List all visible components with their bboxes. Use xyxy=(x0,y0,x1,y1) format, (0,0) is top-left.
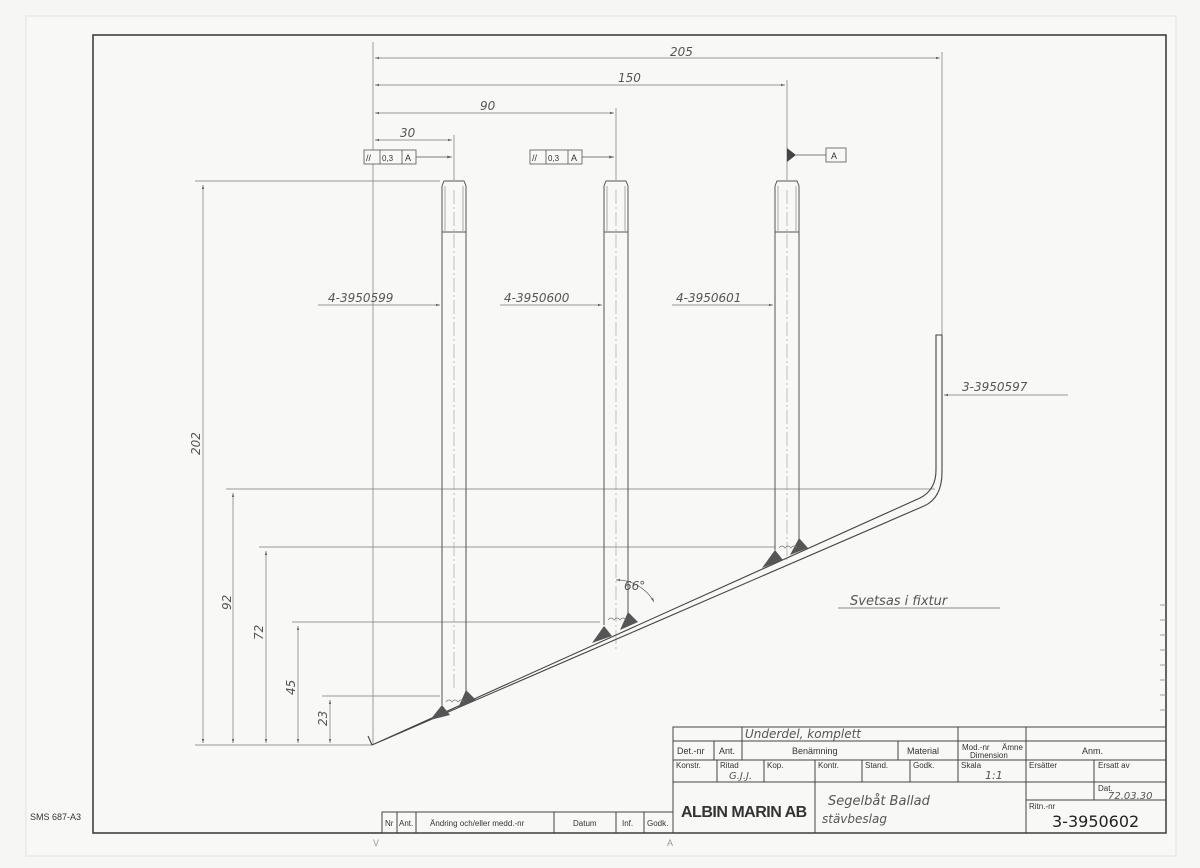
center-mark-left: V xyxy=(373,838,379,848)
tol2-symbol: // xyxy=(532,153,538,163)
lbl-ersatter: Ersätter xyxy=(1029,761,1057,770)
part-label-1: 4-3950599 xyxy=(328,291,393,305)
dimension-202: 202 xyxy=(189,432,203,455)
weld-hatching xyxy=(445,545,798,703)
dimension-45: 45 xyxy=(284,680,298,695)
drawing-number: 3-3950602 xyxy=(1052,812,1139,831)
tolerance-frame-2: // 0,3 A xyxy=(529,149,614,165)
weld-symbols xyxy=(430,538,808,720)
rev-inf: Inf. xyxy=(622,819,633,828)
title-block: Underdel, komplett Det.-nr Ant. Benämnin… xyxy=(672,726,1167,834)
tol1-value: 0,3 xyxy=(382,154,394,163)
part-label-2: 4-3950600 xyxy=(504,291,570,305)
lbl-stand: Stand. xyxy=(865,761,888,770)
tol2-datum: A xyxy=(571,153,577,163)
scale-ticks xyxy=(1160,604,1166,711)
lbl-skala: Skala xyxy=(961,761,982,770)
lbl-dat: Dat. xyxy=(1098,784,1113,793)
hdr-material: Material xyxy=(907,746,939,756)
hdr-detnr: Det.-nr xyxy=(677,746,705,756)
rods xyxy=(441,180,800,705)
handwritten-name: Underdel, komplett xyxy=(745,727,862,741)
tolerance-frame-1: // 0,3 A xyxy=(363,149,452,165)
lbl-ersatt-av: Ersatt av xyxy=(1098,761,1130,770)
hdr-dimension: Dimension xyxy=(970,751,1008,760)
lbl-godk: Godk. xyxy=(913,761,934,770)
hdr-benamning: Benämning xyxy=(792,746,838,756)
dimension-150: 150 xyxy=(618,71,641,85)
sheet-code: SMS 687-A3 xyxy=(30,812,81,822)
val-ritad: G.J.J. xyxy=(729,771,752,782)
hdr-anm: Anm. xyxy=(1082,746,1103,756)
dimension-92: 92 xyxy=(220,595,234,610)
rev-ant: Ant. xyxy=(399,819,413,828)
paper-sheet xyxy=(25,15,1177,857)
val-skala: 1:1 xyxy=(985,769,1003,782)
lbl-kontr: Kontr. xyxy=(818,761,839,770)
rev-datum: Datum xyxy=(573,819,597,828)
rod-2 xyxy=(603,180,629,650)
rev-godk: Godk. xyxy=(647,819,668,828)
hdr-ant: Ant. xyxy=(719,746,735,756)
dimension-30: 30 xyxy=(400,126,416,140)
title-line-1: Segelbåt Ballad xyxy=(828,794,931,809)
part-label-3: 4-3950601 xyxy=(676,291,741,305)
revision-table: Nr Ant. Ändring och/eller medd.-nr Datum… xyxy=(381,811,674,834)
lbl-konstr: Konstr. xyxy=(676,761,701,770)
dimension-90: 90 xyxy=(480,99,496,113)
lbl-kop: Kop. xyxy=(767,761,783,770)
vertical-dimensions xyxy=(195,180,935,746)
tol1-symbol: // xyxy=(366,153,372,163)
rod-1 xyxy=(441,180,467,705)
tol1-datum: A xyxy=(405,153,411,163)
hdr-amne: Ämne xyxy=(1002,743,1023,752)
title-line-2: stävbeslag xyxy=(822,812,887,826)
dimension-205: 205 xyxy=(670,45,693,59)
diagonal-bar xyxy=(367,334,943,746)
dimension-72: 72 xyxy=(252,625,266,640)
hdr-modnr: Mod.-nr xyxy=(962,743,990,752)
angle-annotation: 66° xyxy=(615,578,655,603)
lbl-ritnr: Ritn.-nr xyxy=(1029,802,1056,811)
company-name: ALBIN MARIN AB xyxy=(681,804,807,821)
weld-note: Svetsas i fixtur xyxy=(850,594,949,609)
datum-label: A xyxy=(831,151,837,161)
center-mark-right: A xyxy=(667,838,673,848)
lbl-ritad: Ritad xyxy=(720,761,739,770)
rod-3 xyxy=(774,180,800,560)
rev-nr: Nr xyxy=(385,819,394,828)
datum-marker: A xyxy=(787,147,847,163)
part-label-4: 3-3950597 xyxy=(962,380,1028,394)
tol2-value: 0,3 xyxy=(548,154,560,163)
rev-andring: Ändring och/eller medd.-nr xyxy=(430,819,525,828)
dimension-23: 23 xyxy=(316,711,330,726)
part-leaders xyxy=(318,303,1068,397)
angle-value: 66° xyxy=(624,579,645,593)
val-dat: 72.03.30 xyxy=(1108,791,1153,802)
